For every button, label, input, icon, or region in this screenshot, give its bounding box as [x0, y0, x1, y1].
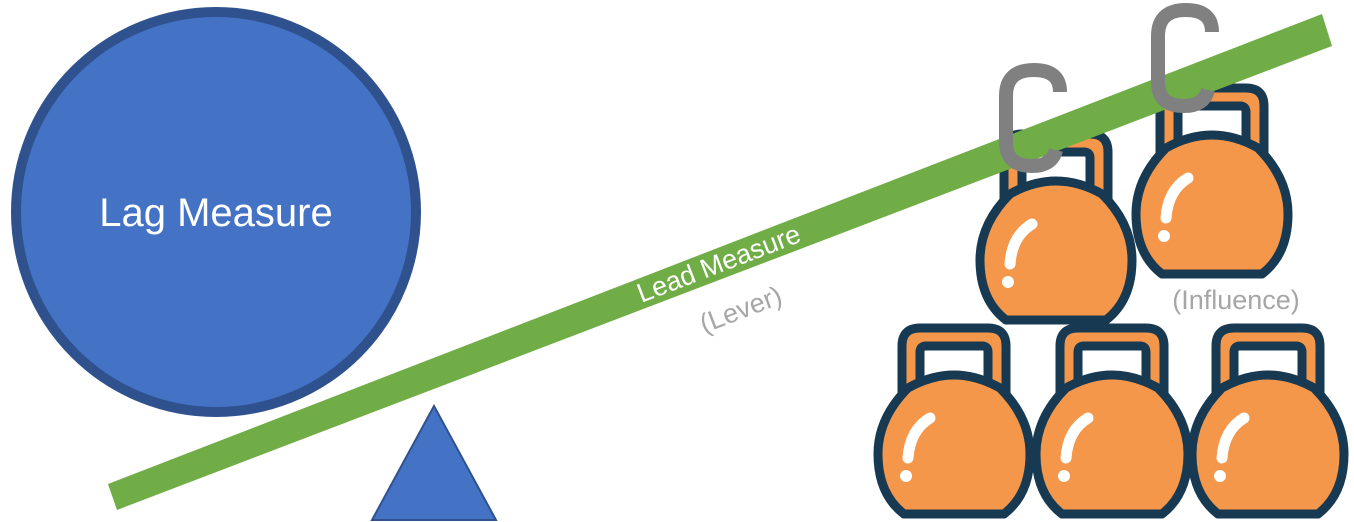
- lever-bar: [108, 14, 1332, 510]
- lever-label: (Lever): [695, 280, 786, 339]
- lag-measure-circle: [11, 7, 421, 417]
- lag-measure-label: Lag Measure: [99, 191, 332, 235]
- kettlebell-icon: [878, 328, 1030, 514]
- kettlebell-icon: [1136, 88, 1288, 274]
- kettlebell-icon: [1036, 328, 1188, 514]
- kettlebell-icon: [1192, 328, 1344, 514]
- influence-label: (Influence): [1172, 285, 1300, 315]
- fulcrum-triangle: [370, 403, 498, 521]
